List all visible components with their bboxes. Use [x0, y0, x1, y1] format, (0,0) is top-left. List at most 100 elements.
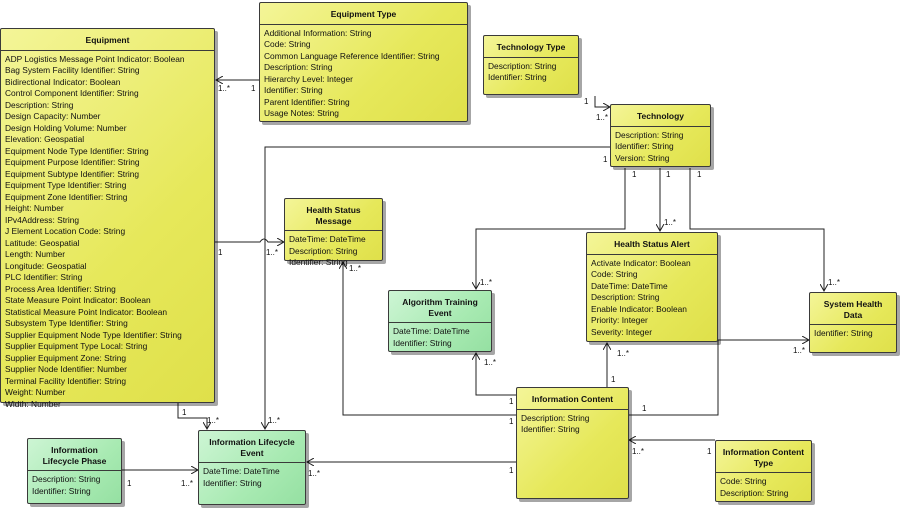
attribute: Hierarchy Level: Integer: [264, 73, 353, 84]
attribute: DateTime: DateTime: [393, 326, 470, 337]
attribute: Activate Indicator: Boolean: [591, 257, 691, 268]
class-equipment-type[interactable]: Equipment Type Additional Information: S…: [259, 2, 468, 122]
attribute: Description: String: [264, 62, 333, 73]
attribute: PLC Identifier: String: [5, 272, 83, 283]
class-health-status-alert-attributes: Activate Indicator: Boolean Code: String…: [587, 253, 717, 342]
attribute: Equipment Purpose Identifier: String: [5, 157, 140, 168]
attribute: Latitude: Geospatial: [5, 237, 80, 248]
attribute: Statistical Measure Point Indicator: Boo…: [5, 306, 168, 317]
attribute: Process Area Identifier: String: [5, 283, 116, 294]
attribute: Parent Identifier: String: [264, 96, 350, 107]
class-health-status-message[interactable]: Health Status Message DateTime: DateTime…: [284, 198, 383, 267]
class-equipment[interactable]: Equipment ADP Logistics Message Point In…: [0, 28, 215, 409]
multiplicity-label: 1..*: [308, 469, 321, 478]
attribute: Longitude: Geospatial: [5, 260, 87, 271]
class-system-health-data[interactable]: System Health Data Identifier: String: [809, 292, 897, 353]
multiplicity-label: 1: [127, 479, 132, 488]
class-health-status-alert[interactable]: Health Status Alert Activate Indicator: …: [586, 232, 718, 342]
class-technology-type-name: Technology Type: [496, 42, 566, 52]
attribute: Priority: Integer: [591, 315, 648, 326]
attribute: Common Language Reference Identifier: St…: [264, 50, 440, 61]
class-information-lifecycle-phase[interactable]: Information Lifecycle Phase Description:…: [27, 438, 122, 504]
attribute: Supplier Equipment Zone: String: [5, 352, 127, 363]
attribute: Description: String: [615, 129, 684, 140]
class-equipment-name: Equipment: [85, 35, 130, 45]
attribute: ADP Logistics Message Point Indicator: B…: [5, 53, 185, 64]
multiplicity-label: 1: [707, 447, 712, 456]
class-technology-type[interactable]: Technology Type Description: String Iden…: [483, 35, 579, 95]
attribute: Width: Number: [5, 398, 61, 409]
class-information-lifecycle-event[interactable]: Information Lifecycle Event DateTime: Da…: [198, 430, 306, 505]
assoc-equipment-lifecycleevent: [177, 403, 207, 429]
attribute: Identifier: String: [615, 141, 674, 152]
attribute: Additional Information: String: [264, 27, 372, 38]
multiplicity-label: 1..*: [484, 358, 497, 367]
attribute: Supplier Node Identifier: Number: [5, 364, 127, 375]
attribute: State Measure Point Indicator: Boolean: [5, 295, 151, 306]
multiplicity-label: 1..*: [480, 278, 493, 287]
class-information-content-type[interactable]: Information Content Type Code: String De…: [715, 440, 812, 502]
attribute: Identifier: String: [264, 85, 323, 96]
attribute: Bag System Facility Identifier: String: [5, 65, 140, 76]
attribute: IPv4Address: String: [5, 214, 80, 225]
class-algorithm-training-event-attributes: DateTime: DateTime Identifier: String: [389, 322, 491, 352]
attribute: Terminal Facility Identifier: String: [5, 375, 127, 386]
multiplicity-label: 1: [584, 97, 589, 106]
class-information-content[interactable]: Information Content Description: String …: [516, 387, 629, 499]
attribute: Length: Number: [5, 249, 66, 260]
multiplicity-label: 1: [218, 248, 223, 257]
attribute: Supplier Equipment Node Type Identifier:…: [5, 329, 182, 340]
attribute: Control Component Identifier: String: [5, 88, 139, 99]
attribute: DateTime: DateTime: [203, 466, 280, 477]
multiplicity-label: 1: [182, 408, 187, 417]
class-health-status-message-attributes: DateTime: DateTime Description: String I…: [285, 230, 382, 272]
class-system-health-data-name: System Health Data: [823, 299, 883, 320]
class-algorithm-training-event-name: Algorithm Training Event: [402, 297, 478, 318]
class-information-content-type-attributes: Code: String Description: String: [716, 472, 811, 502]
attribute: Equipment Zone Identifier: String: [5, 191, 128, 202]
attribute: Description: String: [32, 474, 101, 485]
class-information-lifecycle-phase-attributes: Description: String Identifier: String: [28, 470, 121, 500]
class-technology[interactable]: Technology Description: String Identifie…: [610, 104, 711, 167]
attribute: Description: String: [289, 245, 358, 256]
assoc-infocontent-systemhealthdata: [629, 340, 809, 416]
attribute: Identifier: String: [393, 337, 452, 348]
class-algorithm-training-event[interactable]: Algorithm Training Event DateTime: DateT…: [388, 290, 492, 352]
multiplicity-label: 1: [603, 155, 608, 164]
attribute: Equipment Type Identifier: String: [5, 180, 127, 191]
multiplicity-label: 1: [666, 170, 671, 179]
attribute: Identifier: String: [488, 72, 547, 83]
multiplicity-label: 1: [611, 375, 616, 384]
attribute: Identifier: String: [814, 328, 873, 339]
class-information-lifecycle-phase-name: Information Lifecycle Phase: [42, 445, 107, 466]
attribute: J Element Location Code: String: [5, 226, 126, 237]
class-equipment-type-attributes: Additional Information: String Code: Str…: [260, 23, 467, 123]
class-information-content-attributes: Description: String Identifier: String: [517, 408, 628, 439]
multiplicity-label: 1: [642, 404, 647, 413]
assoc-equipment-healthstatusmessage: [215, 239, 284, 242]
multiplicity-label: 1..*: [207, 416, 220, 425]
multiplicity-label: 1: [697, 170, 702, 179]
attribute: Description: String: [5, 99, 74, 110]
attribute: Elevation: Geospatial: [5, 134, 85, 145]
class-information-content-type-name: Information Content Type: [722, 447, 805, 468]
attribute: Description: String: [720, 487, 789, 498]
attribute: Code: String: [720, 476, 767, 487]
attribute: Design Holding Volume: Number: [5, 122, 127, 133]
attribute: Height: Number: [5, 203, 64, 214]
multiplicity-label: 1: [509, 466, 514, 475]
attribute: Description: String: [591, 292, 660, 303]
class-information-lifecycle-event-attributes: DateTime: DateTime Identifier: String: [199, 462, 305, 492]
class-technology-name: Technology: [636, 111, 685, 121]
attribute: DateTime: DateTime: [289, 234, 366, 245]
multiplicity-label: 1..*: [349, 264, 362, 273]
attribute: Equipment Subtype Identifier: String: [5, 168, 140, 179]
assoc-technology-lifecycleevent: [265, 146, 610, 429]
assoc-infocontent-healthstatusmessage: [343, 262, 516, 416]
attribute: Bidirectional Indicator: Boolean: [5, 76, 121, 87]
assoc-technologytype-technology: [594, 96, 610, 107]
attribute: Version: String: [615, 152, 670, 163]
multiplicity-label: 1..*: [617, 349, 630, 358]
attribute: Identifier: String: [289, 257, 348, 268]
